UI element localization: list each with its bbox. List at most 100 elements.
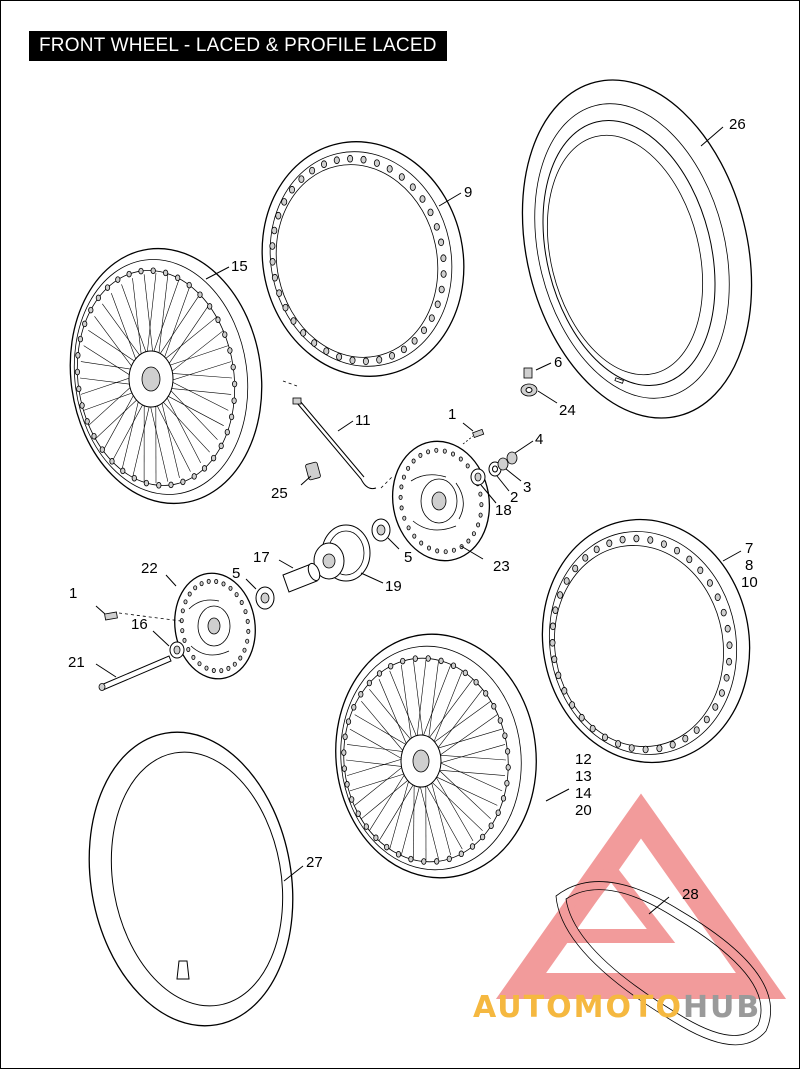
- watermark-part2: HUB: [683, 990, 761, 1025]
- callout-14: 14: [575, 785, 592, 802]
- washer-part-3: [497, 457, 509, 471]
- svg-text:AUTOMOTOHUB: AUTOMOTOHUB: [473, 990, 761, 1025]
- wheel-spoke: [430, 670, 463, 749]
- rim-hole: [411, 458, 416, 464]
- rim-hole: [421, 858, 427, 865]
- rim-hole: [229, 413, 235, 421]
- wheel-spoke: [434, 760, 503, 792]
- wheel-spoke: [428, 700, 491, 747]
- rim-hole: [647, 536, 654, 544]
- rim-hole: [228, 585, 233, 591]
- rim-hole: [271, 273, 278, 282]
- valve-cap-part-6: [523, 367, 533, 379]
- rim-hole: [435, 548, 440, 554]
- callout-20: 20: [575, 802, 592, 819]
- rim-hole: [726, 657, 733, 666]
- wheel-spoke: [79, 377, 138, 386]
- rim-hole: [388, 662, 394, 670]
- spacer-part-18: [470, 468, 486, 486]
- wheel-spoke: [163, 387, 232, 395]
- rim-hole: [602, 733, 609, 742]
- wheel-spoke: [433, 689, 483, 754]
- rim-hole: [419, 195, 426, 203]
- rim-hole: [242, 647, 247, 653]
- wheel-spoke: [132, 278, 143, 365]
- wheel-spoke: [83, 389, 141, 411]
- rim-hole: [399, 484, 404, 490]
- rim-hole: [674, 546, 681, 555]
- callout-26: 26: [729, 116, 746, 133]
- rim-hole: [434, 447, 439, 453]
- callout-8: 8: [745, 557, 753, 574]
- rim-hole: [434, 300, 441, 309]
- rim-hole: [502, 732, 508, 739]
- rim-hole: [336, 353, 343, 361]
- rim-hole: [402, 515, 407, 521]
- wheel-spoke: [159, 393, 180, 478]
- rim-hole: [400, 345, 407, 354]
- wheel-spoke: [160, 391, 224, 426]
- rim-hole: [682, 734, 689, 743]
- callout-27: 27: [306, 854, 323, 871]
- wheel-spoke: [431, 728, 503, 751]
- rim-hole: [427, 208, 434, 217]
- rim-hole: [239, 600, 244, 605]
- rim-hole: [180, 628, 185, 634]
- callout-9: 9: [464, 184, 472, 201]
- rim-hole: [204, 665, 209, 671]
- wheel-spoke: [154, 292, 201, 362]
- callout-11: 11: [355, 412, 371, 429]
- rim-hole: [703, 715, 710, 724]
- rim-hole: [578, 713, 585, 722]
- rim-hole: [549, 622, 556, 631]
- rim-hole: [412, 533, 417, 539]
- rim-hole: [469, 843, 476, 850]
- wheel-spoke: [94, 316, 138, 375]
- rim-hole: [197, 291, 203, 298]
- rim-hole: [206, 578, 211, 584]
- wheel-spoke: [413, 661, 424, 744]
- rim-hole: [660, 540, 667, 548]
- rim-hole: [245, 618, 250, 624]
- rim-hole: [428, 314, 435, 322]
- rim-hole: [358, 691, 364, 698]
- bearing-part-5b: [255, 586, 275, 610]
- rim-hole: [693, 726, 700, 734]
- rim-hole: [95, 294, 102, 302]
- axle-part-21: [98, 655, 172, 691]
- rim-hole: [633, 534, 640, 543]
- rim-hole: [419, 540, 424, 546]
- wheel-spoke: [156, 395, 210, 453]
- rim-hole: [450, 451, 455, 457]
- wheel-spoke: [361, 701, 408, 757]
- wheel-spoke: [345, 759, 408, 768]
- wheel-spoke: [433, 769, 506, 776]
- rim-hole: [686, 555, 693, 564]
- rim-hole: [373, 159, 380, 167]
- rim-hole: [347, 154, 354, 163]
- callout-16: 16: [131, 616, 148, 633]
- rim-hole: [451, 547, 456, 553]
- wheel-spoke: [349, 728, 408, 762]
- rim-hole: [355, 810, 361, 817]
- rim-hole: [138, 267, 144, 275]
- wheel-spoke: [88, 330, 142, 367]
- rim-hole: [309, 166, 316, 175]
- rim-hole: [606, 539, 613, 548]
- callout-19: 19: [385, 578, 402, 595]
- rim-hole: [360, 155, 367, 164]
- rim-hole: [438, 238, 445, 247]
- rim-hole: [269, 258, 276, 266]
- wheel-spoke: [401, 664, 413, 747]
- rim-hole: [712, 703, 719, 711]
- rim-hole: [386, 165, 393, 173]
- wheel-spoke: [102, 303, 146, 363]
- wheel-spoke: [434, 765, 491, 820]
- rim-hole: [406, 525, 411, 531]
- rim-hole: [400, 657, 406, 665]
- wheel-spoke: [346, 744, 409, 753]
- rim-hole: [214, 579, 219, 584]
- rim-hole: [473, 678, 479, 686]
- rim-hole: [376, 670, 383, 677]
